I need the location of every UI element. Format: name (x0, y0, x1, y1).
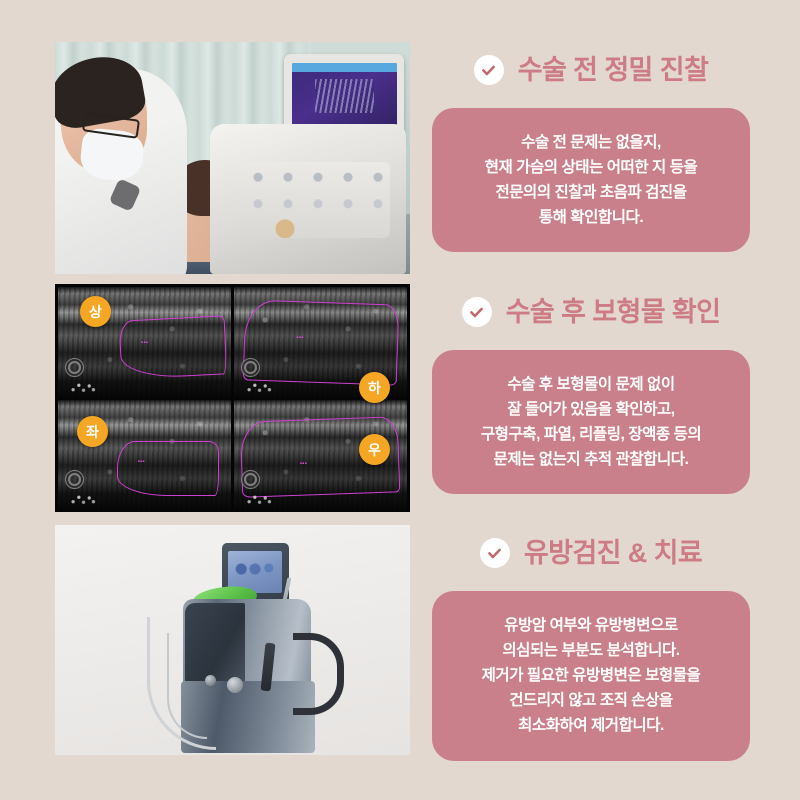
card-line: 건드리지 않고 조직 손상을 (509, 692, 673, 710)
check-circle-icon (473, 55, 504, 85)
ultrasound-quadrant: ▪▪▪ (58, 287, 231, 397)
scanner-marker-dots (70, 381, 96, 393)
section-heading-row: 유방검진 & 치료 (432, 531, 750, 575)
four-quadrant-ultrasound-scan: ▪▪▪ ▪▪▪ ▪▪▪ ▪▪▪ (55, 284, 410, 512)
measurement-tag: ▪▪▪ (141, 339, 149, 346)
badge-right: 우 (359, 434, 390, 465)
card-line: 현재 가슴의 상태는 어떠한 지 등을 (484, 159, 698, 177)
device-knob (227, 677, 243, 693)
section-post-op-implant-check: 수술 후 보형물 확인 수술 후 보형물이 문제 없이 잘 들어가 있음을 확인… (432, 290, 750, 495)
ultrasound-quadrant: ▪▪▪ (58, 399, 231, 509)
device-backdrop (55, 525, 410, 755)
card-line: 문제는 없는지 추적 관찰합니다. (493, 451, 689, 469)
console-keypad (240, 162, 390, 238)
card-line: 최소화하여 제거합니다. (518, 717, 664, 735)
card-line: 의심되는 부분도 분석합니다. (502, 642, 680, 660)
section-title: 수술 후 보형물 확인 (505, 296, 721, 327)
ultrasound-screen (292, 63, 397, 135)
treatment-device-photo (55, 525, 410, 755)
section-pre-op-exam: 수술 전 정밀 진찰 수술 전 문제는 없을지, 현재 가슴의 상태는 어떠한 … (432, 48, 750, 253)
card-line: 잘 들어가 있음을 확인하고, (507, 401, 675, 419)
badge-inferior: 하 (359, 372, 390, 403)
scanner-watermark-icon (241, 470, 260, 489)
card-line: 제거가 필요한 유방병변은 보형물을 (481, 667, 701, 685)
card-line: 수술 전 문제는 없을지, (521, 134, 661, 151)
scanner-marker-dots (246, 494, 272, 505)
section-title: 유방검진 & 치료 (523, 537, 703, 568)
device-screen (228, 551, 282, 593)
section-heading-row: 수술 후 보형물 확인 (432, 290, 750, 334)
section-title: 수술 전 정밀 진찰 (517, 54, 709, 85)
implant-outline (118, 314, 228, 380)
scanner-marker-dots (70, 494, 96, 505)
exam-room-scene (55, 42, 410, 274)
section-heading-row: 수술 전 정밀 진찰 (432, 48, 750, 92)
measurement-tag: ▪▪▪ (299, 460, 308, 467)
section-breast-screening-treatment: 유방검진 & 치료 유방암 여부와 유방병변으로 의심되는 부분도 분석합니다.… (432, 531, 750, 761)
ultrasound-examination-photo (55, 42, 410, 274)
measurement-tag: ▪▪▪ (137, 458, 145, 465)
card-line: 통해 확인합니다. (538, 209, 644, 227)
card-line: 구형구축, 파열, 리플링, 장액종 등의 (480, 426, 702, 444)
ultrasound-quadrant: ▪▪▪ (234, 399, 407, 509)
card-line: 전문의의 진찰과 초음파 검진을 (495, 184, 687, 202)
device-handle (293, 633, 344, 715)
check-circle-icon (479, 538, 510, 568)
ultrasound-quadrant: ▪▪▪ (234, 287, 407, 397)
scanner-watermark-icon (241, 357, 260, 377)
scanner-watermark-icon (65, 357, 84, 377)
card-line: 수술 후 보형물이 문제 없이 (507, 376, 675, 393)
implant-outline (116, 441, 220, 496)
badge-superior: 상 (80, 296, 111, 327)
section-description-card: 수술 전 문제는 없을지, 현재 가슴의 상태는 어떠한 지 등을 전문의의 진… (432, 108, 750, 253)
scanner-marker-dots (246, 381, 272, 393)
section-description-card: 수술 후 보형물이 문제 없이 잘 들어가 있음을 확인하고, 구형구축, 파열… (432, 350, 750, 495)
badge-left: 좌 (77, 416, 108, 447)
check-circle-icon (461, 297, 492, 327)
measurement-tag: ▪▪▪ (296, 335, 304, 342)
scanner-watermark-icon (65, 470, 84, 489)
section-description-card: 유방암 여부와 유방병변으로 의심되는 부분도 분석합니다. 제거가 필요한 유… (432, 591, 750, 761)
card-line: 유방암 여부와 유방병변으로 (504, 617, 678, 634)
